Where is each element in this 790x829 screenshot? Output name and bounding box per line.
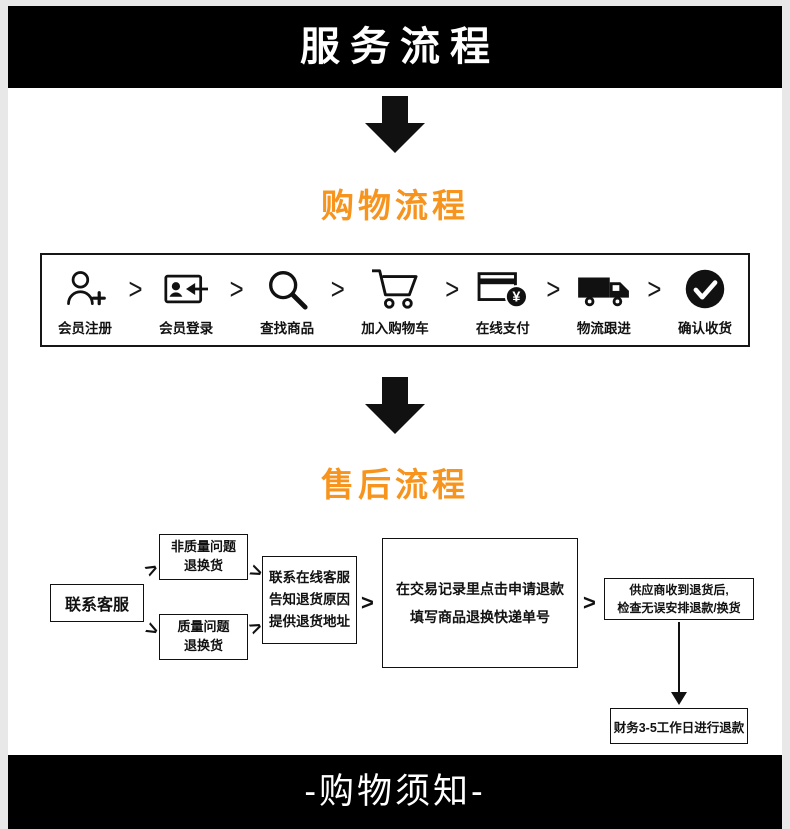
chevron-separator: > [128,272,143,307]
id-card-login-icon [162,265,210,313]
step-label: 确认收货 [677,321,732,336]
flow-arrow-1: > [361,590,374,615]
inform-reason-box: 联系在线客服 告知退货原因 提供退货地址 [262,556,357,644]
chevron-separator: > [647,272,662,307]
step-label: 在线支付 [475,321,530,336]
truck-icon [577,265,631,313]
step-label: 查找商品 [260,321,315,336]
user-add-icon [63,265,107,313]
cart-icon [370,265,420,313]
step-label: 加入购物车 [361,321,429,336]
bottom-banner: -购物须知- [8,755,782,829]
step-add-to-cart: 加入购物车 [361,263,429,339]
chevron-separator: > [229,272,244,307]
quality-return-box: 质量问题 退换货 [159,614,248,660]
payment-card-icon: ¥ [477,265,529,313]
step-label: 会员注册 [58,321,112,336]
step-label: 会员登录 [159,321,214,336]
flow-arrow-2: > [583,590,596,615]
shopping-flow-title: 购物流程 [321,187,469,224]
step-search-product: 查找商品 [260,263,314,339]
step-member-login: 会员登录 [159,263,213,339]
aftersales-flowchart: 联系客服 > > 非质量问题 退换货 质量问题 退换货 > > 联系在线客服 告… [8,522,782,762]
non-quality-return-box: 非质量问题 退换货 [159,534,248,580]
step-member-register: 会员注册 [58,263,112,339]
svg-text:¥: ¥ [512,289,520,305]
bottom-banner-title: -购物须知- [304,772,486,811]
step-logistics-tracking: 物流跟进 [577,263,631,339]
shopping-steps-box: 会员注册 > 会员登录 > 查找商品 > 加入 [40,253,750,347]
top-banner-title: 服务流程 [300,25,500,69]
down-arrow-shaft [382,96,408,123]
step-confirm-receipt: 确认收货 [678,263,732,339]
chevron-separator: > [445,272,460,307]
aftersales-flow-title: 售后流程 [321,466,469,503]
step-online-payment: ¥ 在线支付 [476,263,530,339]
top-banner: 服务流程 [8,6,782,88]
content-panel: 服务流程 购物流程 会员注册 > 会员登录 > [8,6,782,829]
step-label: 物流跟进 [576,321,631,336]
contact-service-box: 联系客服 [50,584,144,622]
down-connector-line [678,622,680,694]
down-arrow-1 [365,88,425,153]
apply-refund-box: 在交易记录里点击申请退款 填写商品退换快递单号 [382,538,578,668]
down-arrow-2 [365,377,425,434]
search-icon [264,265,310,313]
check-circle-icon [683,265,727,313]
supplier-check-box: 供应商收到退货后, 检查无误安排退款/换货 [604,578,754,620]
chevron-separator: > [546,272,561,307]
down-arrow-shaft [382,377,408,404]
chevron-separator: > [330,272,345,307]
down-connector-arrowhead [671,692,687,705]
finance-refund-box: 财务3-5工作日进行退款 [610,708,748,744]
down-arrow-head [365,123,425,153]
down-arrow-head [365,404,425,434]
